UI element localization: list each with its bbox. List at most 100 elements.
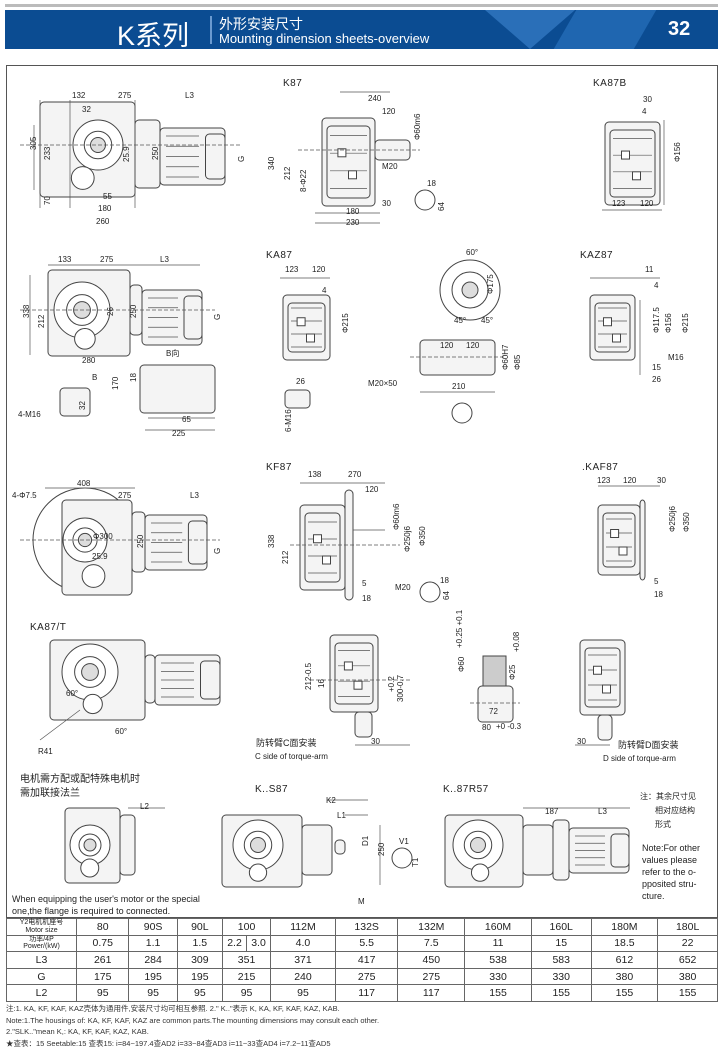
torque-d-caption-en: D side of torque-arm [603, 754, 676, 763]
cell: 155 [530, 984, 592, 1002]
dimension-label: 305 [29, 136, 38, 150]
bolt-icon [322, 555, 331, 565]
dimension-label: 260 [96, 217, 110, 226]
dimension-label: 180 [98, 204, 112, 213]
dimension-label: 180 [346, 207, 360, 216]
dimension-label: Φ60m6 [392, 503, 401, 530]
dimension-label: 4-M16 [18, 410, 41, 419]
dimension-label: Φ117.5 [652, 307, 661, 333]
dimension-label: 340 [267, 156, 276, 170]
dimension-label: 26 [652, 375, 661, 384]
cell: 132M [397, 918, 466, 936]
dimension-label: G [213, 547, 222, 554]
cell: 330 [530, 967, 592, 986]
cell: 371 [270, 951, 336, 969]
dimension-label: M20 [382, 162, 398, 171]
cell: 100 [222, 918, 272, 936]
dimension-label: 120 [440, 341, 454, 350]
bolt-icon [610, 529, 620, 538]
dimension-label: 120 [365, 485, 379, 494]
dimension-label: 5 [362, 579, 367, 588]
input-cover [74, 327, 96, 350]
cell: 90L [176, 918, 224, 936]
torque-arm [597, 714, 613, 741]
dimension-label: 4-Φ7.5 [12, 491, 37, 500]
title-kf87: KF87 [266, 462, 292, 473]
dimension-label: D1 [361, 835, 370, 846]
b-view [139, 364, 216, 414]
adapter [144, 654, 156, 704]
dimension-label: 408 [77, 479, 91, 488]
bolt-icon [602, 684, 611, 694]
dimension-label: 230 [346, 218, 360, 227]
dimension-label: 18 [440, 576, 449, 585]
cell: 112M [270, 918, 336, 936]
cell: 117 [334, 984, 399, 1002]
side-note-zh-2: 相对应结构 [655, 806, 695, 815]
cell: 180M [590, 918, 659, 936]
dimension-label: 32 [78, 401, 87, 410]
page-title-zh: 外形安装尺寸 [219, 16, 303, 32]
cell: 5.5 [334, 934, 399, 953]
cell: 117 [397, 984, 466, 1002]
cell: 330 [464, 967, 532, 986]
dimension-label: M20 [395, 583, 411, 592]
header-zh: Y2电机机座号 [19, 919, 64, 927]
cell: 284 [128, 951, 178, 969]
dimension-label: 250 [377, 842, 386, 856]
dimension-label: 270 [348, 470, 362, 479]
dimension-label: 120 [382, 107, 396, 116]
dimension-label: M [358, 897, 365, 906]
shaft-section [451, 402, 473, 424]
side-note-zh-3: 形式 [655, 820, 671, 829]
dimension-label: 120 [312, 265, 326, 274]
cell: 3.0 [246, 934, 272, 953]
dimension-label: 60° [466, 248, 479, 257]
cell: 450 [397, 951, 466, 969]
dimension-label: 30 [577, 737, 586, 746]
row-header: L3 [6, 951, 77, 969]
dimension-label: 138 [308, 470, 322, 479]
dimension-label: 4 [654, 281, 659, 290]
cell: 261 [75, 951, 130, 969]
dimension-label: 18 [129, 373, 138, 382]
dimension-label: 275 [118, 491, 132, 500]
shaft [334, 839, 346, 855]
dimension-label: 212-0.5 [304, 662, 313, 690]
shaft [81, 663, 99, 681]
dimension-label: 64 [437, 202, 446, 211]
dimension-label: +0 -0.3 [496, 722, 522, 731]
dimension-label: 15 [652, 363, 661, 372]
dimension-label: 64 [442, 591, 451, 600]
dimension-label: 60° [66, 689, 79, 698]
dimension-label: 250 [129, 304, 138, 318]
bolt-icon [612, 333, 621, 343]
dimension-label: 250 [136, 534, 145, 548]
dimension-label: 11 [645, 265, 654, 274]
torque-c-caption-zh: 防转臂C面安装 [256, 738, 317, 748]
cell: 22 [657, 934, 718, 953]
bolt-icon [337, 148, 347, 158]
cell: 1.5 [176, 934, 224, 953]
dimension-label: +0.25 +0.1 [455, 609, 464, 648]
input-cover [248, 863, 268, 882]
shaft [250, 837, 266, 853]
cell: 160M [464, 918, 532, 936]
dimension-label: 80 [482, 723, 491, 732]
dimension-label: 187 [545, 807, 559, 816]
bolt-icon [593, 665, 602, 675]
dimension-label: 5 [654, 577, 659, 586]
dimension-label: 210 [452, 382, 466, 391]
dimension-label: +0.08 [512, 631, 521, 652]
row-header: L2 [6, 984, 77, 1002]
dimension-label: 18 [427, 179, 436, 188]
cell: 195 [128, 967, 178, 986]
cell: 180L [657, 918, 718, 936]
dimension-label: 212 [283, 166, 292, 180]
side-note-en-1: Note:For other [642, 843, 701, 853]
shaft [83, 838, 97, 852]
